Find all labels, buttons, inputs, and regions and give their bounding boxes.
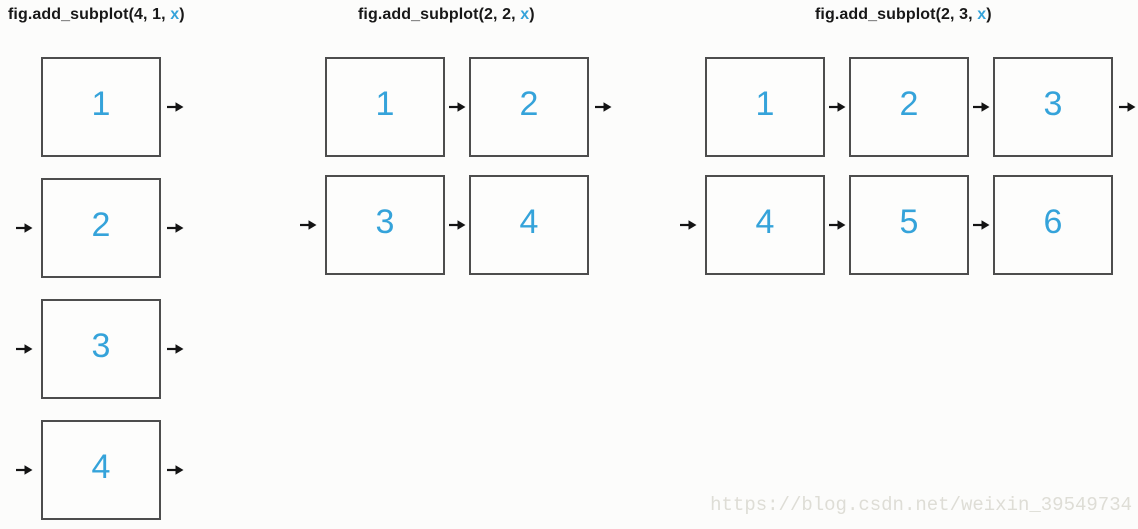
arrow-right-icon — [167, 102, 184, 112]
panel-title: fig.add_subplot(4, 1, x) — [8, 6, 185, 24]
subplot-number: 4 — [91, 448, 111, 486]
subplot-number: 4 — [755, 203, 775, 241]
trail-arrow-slot — [589, 101, 612, 113]
subplot-number: 2 — [519, 85, 539, 123]
grid-row: 1 — [16, 57, 184, 157]
trail-arrow-slot — [161, 343, 184, 355]
subplot-number: 2 — [91, 206, 111, 244]
subplot-number: 4 — [519, 203, 539, 241]
arrow-right-icon — [680, 220, 697, 230]
subplot-box: 6 — [993, 175, 1113, 275]
lead-arrow-slot — [16, 222, 41, 234]
subplot-box: 4 — [469, 175, 589, 275]
lead-arrow-slot — [16, 464, 41, 476]
title-prefix: fig.add_subplot(4, 1, — [8, 6, 171, 23]
mid-arrow-slot — [445, 219, 469, 231]
subplot-number: 3 — [375, 203, 395, 241]
arrow-right-icon — [972, 102, 989, 112]
grid-row: 1 2 3 — [680, 57, 1136, 157]
arrow-right-icon — [972, 220, 989, 230]
title-arg-x: x — [170, 6, 180, 23]
subplot-number: 1 — [91, 85, 111, 123]
arrow-right-icon — [16, 344, 33, 354]
subplot-box: 3 — [41, 299, 161, 399]
subplot-box: 2 — [469, 57, 589, 157]
title-suffix: ) — [179, 6, 185, 23]
mid-arrow-slot — [969, 101, 993, 113]
arrow-right-icon — [828, 102, 845, 112]
grid-row: 4 5 6 — [680, 175, 1136, 275]
lead-arrow-slot — [680, 101, 705, 113]
arrow-right-icon — [16, 223, 33, 233]
subplot-grid-2x3: 1 2 3 4 5 6 — [680, 57, 1136, 275]
title-arg-x: x — [977, 6, 987, 23]
arrow-right-icon — [167, 344, 184, 354]
trail-arrow-slot — [161, 464, 184, 476]
grid-row: 2 — [16, 178, 184, 278]
trail-arrow-slot — [1113, 219, 1136, 231]
subplot-number: 5 — [899, 203, 919, 241]
mid-arrow-slot — [825, 219, 849, 231]
lead-arrow-slot — [16, 343, 41, 355]
subplot-number: 6 — [1043, 203, 1063, 241]
grid-row: 3 — [16, 299, 184, 399]
lead-arrow-slot — [300, 219, 325, 231]
arrow-right-icon — [448, 102, 465, 112]
subplot-box: 5 — [849, 175, 969, 275]
grid-row: 3 4 — [300, 175, 612, 275]
lead-arrow-slot — [16, 101, 41, 113]
arrow-right-icon — [595, 102, 612, 112]
subplot-grid-2x2: 1 2 3 4 — [300, 57, 612, 275]
arrow-right-icon — [1119, 102, 1136, 112]
mid-arrow-slot — [969, 219, 993, 231]
lead-arrow-slot — [300, 101, 325, 113]
subplot-box: 2 — [41, 178, 161, 278]
subplot-number: 1 — [375, 85, 395, 123]
subplot-box: 4 — [705, 175, 825, 275]
title-suffix: ) — [986, 6, 992, 23]
subplot-number: 1 — [755, 85, 775, 123]
trail-arrow-slot — [161, 101, 184, 113]
subplot-box: 2 — [849, 57, 969, 157]
subplot-box: 3 — [993, 57, 1113, 157]
subplot-box: 4 — [41, 420, 161, 520]
title-prefix: fig.add_subplot(2, 2, — [358, 6, 521, 23]
arrow-right-icon — [167, 223, 184, 233]
grid-row: 1 2 — [300, 57, 612, 157]
arrow-right-icon — [167, 465, 184, 475]
arrow-right-icon — [16, 465, 33, 475]
title-arg-x: x — [520, 6, 530, 23]
subplot-number: 3 — [1043, 85, 1063, 123]
mid-arrow-slot — [445, 101, 469, 113]
arrow-right-icon — [300, 220, 317, 230]
trail-arrow-slot — [161, 222, 184, 234]
subplot-grid-4x1: 1 2 3 4 — [16, 57, 184, 520]
panel-title: fig.add_subplot(2, 2, x) — [358, 6, 535, 24]
subplot-box: 1 — [325, 57, 445, 157]
trail-arrow-slot — [1113, 101, 1136, 113]
subplot-box: 1 — [41, 57, 161, 157]
arrow-right-icon — [448, 220, 465, 230]
trail-arrow-slot — [589, 219, 612, 231]
mid-arrow-slot — [825, 101, 849, 113]
lead-arrow-slot — [680, 219, 705, 231]
title-suffix: ) — [529, 6, 535, 23]
arrow-right-icon — [828, 220, 845, 230]
watermark-url: https://blog.csdn.net/weixin_39549734 — [710, 494, 1132, 516]
subplot-number: 3 — [91, 327, 111, 365]
panel-title: fig.add_subplot(2, 3, x) — [815, 6, 992, 24]
subplot-number: 2 — [899, 85, 919, 123]
subplot-box: 3 — [325, 175, 445, 275]
grid-row: 4 — [16, 420, 184, 520]
title-prefix: fig.add_subplot(2, 3, — [815, 6, 978, 23]
subplot-box: 1 — [705, 57, 825, 157]
